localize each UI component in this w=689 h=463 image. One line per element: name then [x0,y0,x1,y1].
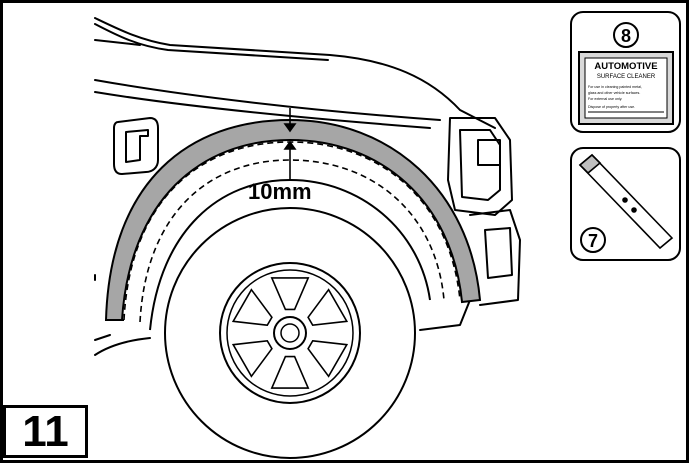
shoulder-line [94,79,441,121]
part-8-badge [613,22,639,48]
hood-line [94,17,496,129]
gap-label: 10mm [248,179,312,204]
rim-spoke [307,339,349,378]
cleaner-subtitle: SURFACE CLEANER [597,74,656,80]
cleaner-text-2: glass and other vehicle surfaces. [588,91,640,95]
arrow-down-icon [283,123,297,133]
hood-edge [94,39,141,46]
cleaner-text-4: Dispose of property after use. [588,105,635,109]
cleaner-label [584,57,668,119]
rim-inner [226,269,354,397]
lower-front [419,299,471,331]
bumper-vent [484,227,513,279]
hub-cap [280,323,300,343]
part-7-badge [580,227,606,253]
part-8-number: 8 [621,26,631,46]
rim-spoke [307,288,349,327]
step-number-box: 11 [3,405,88,458]
cleaner-text-3: For external use only. [588,97,622,101]
pen-cap [578,153,602,175]
headlamp-inner [459,129,501,201]
rim-spokes [231,277,349,389]
inner-arch [149,178,431,331]
gap-dimension [283,108,297,180]
bumper [469,209,521,306]
rim-spoke [270,355,310,389]
lamp-bracket [477,139,501,166]
rim-spoke [231,288,273,327]
fender-flare [104,118,482,321]
sill-line [94,337,151,356]
adhesion-pen-icon [578,153,674,250]
shoulder-line-2 [94,91,431,129]
side-vent-inner [125,129,149,163]
rim-spoke [231,339,273,378]
headlamp [447,117,513,216]
cleaner-text-1: For use in cleaning painted metal, [588,85,642,89]
part-7-number: 7 [588,231,598,251]
side-vent [113,117,159,175]
step-number: 11 [22,406,69,456]
rim-spoke [270,277,310,311]
truck-body [94,17,521,356]
arrow-up-icon [283,140,297,150]
cleaner-title: AUTOMOTIVE [594,61,657,72]
wheel-hub [273,316,307,350]
hood-line-2 [94,23,329,61]
